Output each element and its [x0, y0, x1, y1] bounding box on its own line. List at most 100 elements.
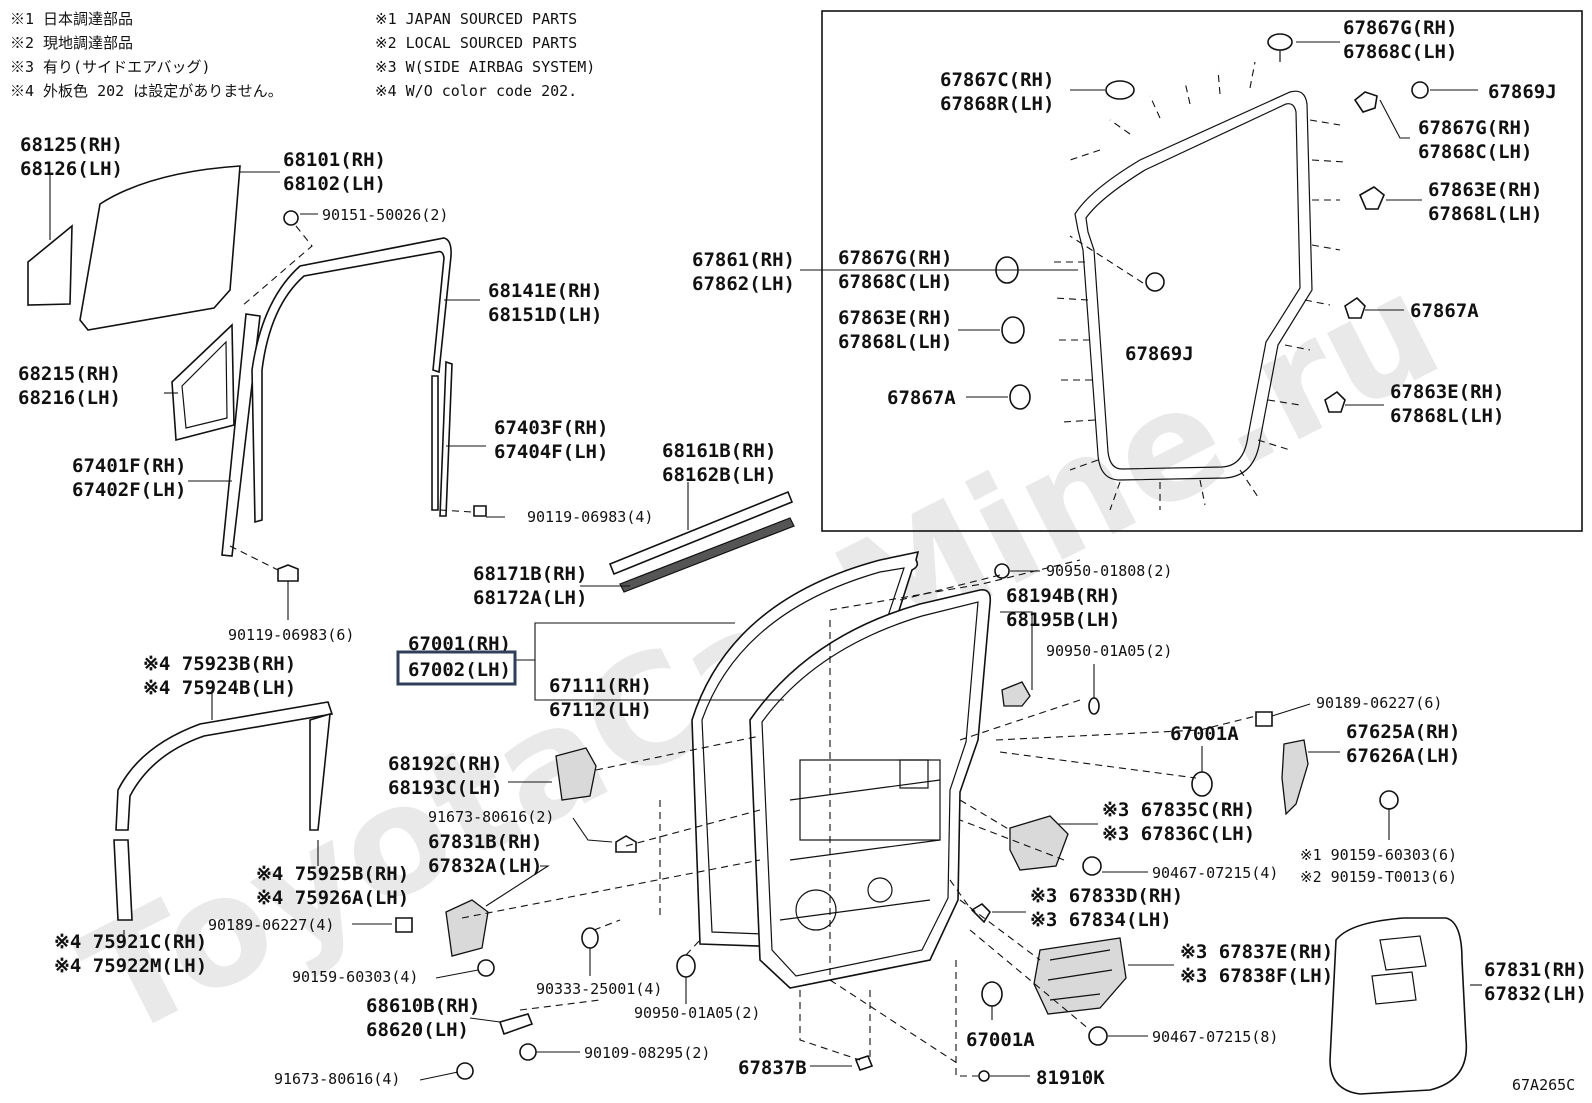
note-en-1: ※1 JAPAN SOURCED PARTS — [375, 10, 577, 28]
inset-clips[interactable] — [995, 33, 1429, 413]
label-90159-t0013-6: ※2 90159-T0013(6) — [1300, 868, 1457, 886]
label-67863e-lower-rh: 67863E(RH) — [1390, 381, 1504, 403]
label-90467-07215-4: 90467-07215(4) — [1152, 864, 1278, 882]
label-67001a-lower: 67001A — [966, 1029, 1035, 1051]
hinge-lower-67831b[interactable] — [445, 899, 489, 957]
label-67834-lh: ※3 67834(LH) — [1030, 909, 1172, 931]
label-67832a-lh: 67832A(LH) — [428, 855, 542, 877]
label-90333-25001: 90333-25001(4) — [536, 980, 662, 998]
weatherstrip-clip-dashes — [1050, 61, 1346, 511]
label-67625a-rh: 67625A(RH) — [1346, 721, 1460, 743]
label-67404f-lh: 67404F(LH) — [494, 441, 608, 463]
label-90467-07215-8: 90467-07215(8) — [1152, 1028, 1278, 1046]
label-67868l-lower-lh: 67868L(LH) — [1390, 405, 1504, 427]
airbag-sensor-67835c[interactable] — [1009, 815, 1069, 871]
label-67868c-left-lh: 67868C(LH) — [838, 271, 952, 293]
label-68195b-lh: 68195B(LH) — [1006, 609, 1120, 631]
bolt-90119-06983-6[interactable] — [277, 564, 299, 582]
clip-67001a-upper[interactable] — [1191, 771, 1213, 797]
quarter-glass[interactable] — [27, 224, 73, 306]
clip-67833d[interactable] — [970, 902, 992, 924]
label-67862-lh: 67862(LH) — [692, 273, 795, 295]
label-75925b-rh: ※4 75925B(RH) — [256, 863, 409, 885]
label-67869j-center: 67869J — [1125, 343, 1194, 365]
label-68151d-lh: 68151D(LH) — [488, 304, 602, 326]
label-67835c-rh: ※3 67835C(RH) — [1102, 799, 1255, 821]
outer-moulding-75923b[interactable] — [113, 701, 334, 921]
outer-belt-moulding-68161b[interactable] — [608, 490, 795, 593]
bolt-90159-60303-6[interactable] — [1379, 790, 1399, 810]
label-67861-rh: 67861(RH) — [692, 249, 795, 271]
weatherstrip-inset-frame — [821, 10, 1583, 532]
plug-90950-01a05[interactable] — [676, 954, 696, 978]
note-en-2: ※2 LOCAL SOURCED PARTS — [375, 34, 577, 52]
label-68141e-rh: 68141E(RH) — [488, 280, 602, 302]
label-68193c-lh: 68193C(LH) — [388, 777, 502, 799]
plug-90950-01a05-top[interactable] — [1088, 697, 1100, 715]
clip-67867a-left — [1009, 384, 1031, 410]
left-leaders — [49, 171, 505, 620]
plug-81910k[interactable] — [978, 1070, 990, 1082]
bolt-90467-07215-8[interactable] — [1088, 1026, 1108, 1046]
screw-90151-50026[interactable] — [283, 210, 299, 226]
window-frame-moulding-68141e[interactable] — [251, 237, 452, 524]
label-91673-80616-4: 91673-80616(4) — [274, 1070, 400, 1088]
label-67868r-lh: 67868R(LH) — [940, 93, 1054, 115]
label-90109-08295: 90109-08295(2) — [584, 1044, 710, 1062]
front-channel-67401f[interactable] — [221, 313, 261, 557]
label-68192c-rh: 68192C(RH) — [388, 753, 502, 775]
bolt-90109-08295[interactable] — [519, 1043, 537, 1061]
clip-67867a-right — [1344, 296, 1366, 319]
label-67867g-top-rh: 67867G(RH) — [1343, 17, 1457, 39]
label-67869j-right: 67869J — [1488, 81, 1557, 103]
bracket-67625a[interactable] — [1281, 739, 1309, 816]
clip-90950-01808[interactable] — [994, 563, 1010, 579]
door-weatherstrip[interactable] — [1074, 90, 1313, 481]
label-67867a-left: 67867A — [887, 387, 956, 409]
bolt-91673-80616-4[interactable] — [456, 1062, 474, 1080]
bolt-90159-60303-4[interactable] — [477, 959, 495, 977]
clip-67837b[interactable] — [854, 1055, 874, 1071]
notes-english: ※1 JAPAN SOURCED PARTS ※2 LOCAL SOURCED … — [375, 10, 595, 100]
bolt-90467-07215-4[interactable] — [1082, 856, 1102, 876]
label-68101-rh: 68101(RH) — [283, 149, 386, 171]
garnish-75925b[interactable] — [309, 712, 331, 831]
label-68102-lh: 68102(LH) — [283, 173, 386, 195]
label-90950-01a05-top: 90950-01A05(2) — [1046, 642, 1172, 660]
inset-labels: 67867G(RH) 67868C(LH) 67867C(RH) 67868R(… — [692, 17, 1557, 427]
right-lower-leaders — [810, 570, 1482, 1077]
label-68161b-rh: 68161B(RH) — [662, 440, 776, 462]
plug-90333-25001[interactable] — [581, 927, 599, 949]
clip-90189-06227-6[interactable] — [1255, 711, 1273, 727]
hinge-68192c[interactable] — [555, 747, 597, 801]
clip-67867c — [1105, 80, 1135, 100]
clip-67001a-lower[interactable] — [981, 981, 1003, 1007]
label-68215-rh: 68215(RH) — [18, 363, 121, 385]
label-68172a-lh: 68172A(LH) — [473, 587, 587, 609]
clip-67869j-center — [1145, 272, 1165, 292]
airbag-sensor-67837e[interactable] — [1033, 937, 1127, 1015]
label-90119-06983-6: 90119-06983(6) — [228, 626, 354, 644]
label-90950-01808: 90950-01808(2) — [1046, 562, 1172, 580]
belt-labels: 68161B(RH) 68162B(LH) 68171B(RH) 68172A(… — [473, 440, 776, 609]
label-67403f-rh: 67403F(RH) — [494, 417, 608, 439]
bolt-90119-06983-4[interactable] — [473, 505, 487, 517]
label-67868c-top-lh: 67868C(LH) — [1343, 41, 1457, 63]
rear-channel-67403f[interactable] — [431, 360, 453, 517]
note-jp-2: ※2 現地調達部品 — [10, 34, 133, 52]
quarter-window-frame-68215[interactable] — [171, 323, 235, 442]
label-67626a-lh: 67626A(LH) — [1346, 745, 1460, 767]
check-68610b[interactable] — [498, 1013, 534, 1036]
door-glass[interactable] — [79, 165, 241, 331]
label-67002-lh-highlight: 67002(LH) — [408, 659, 511, 681]
label-67837b: 67837B — [738, 1057, 807, 1079]
label-90119-06983-4: 90119-06983(4) — [527, 508, 653, 526]
inner-door-structure[interactable] — [749, 588, 1031, 989]
label-67836c-lh: ※3 67836C(LH) — [1102, 823, 1255, 845]
service-hole-cover-67831[interactable] — [1329, 917, 1468, 1095]
clip-90189-06227-4[interactable] — [395, 917, 413, 933]
bolt-91673-80616-2[interactable] — [615, 835, 637, 853]
label-67837e-rh: ※3 67837E(RH) — [1180, 941, 1333, 963]
label-68162b-lh: 68162B(LH) — [662, 464, 776, 486]
